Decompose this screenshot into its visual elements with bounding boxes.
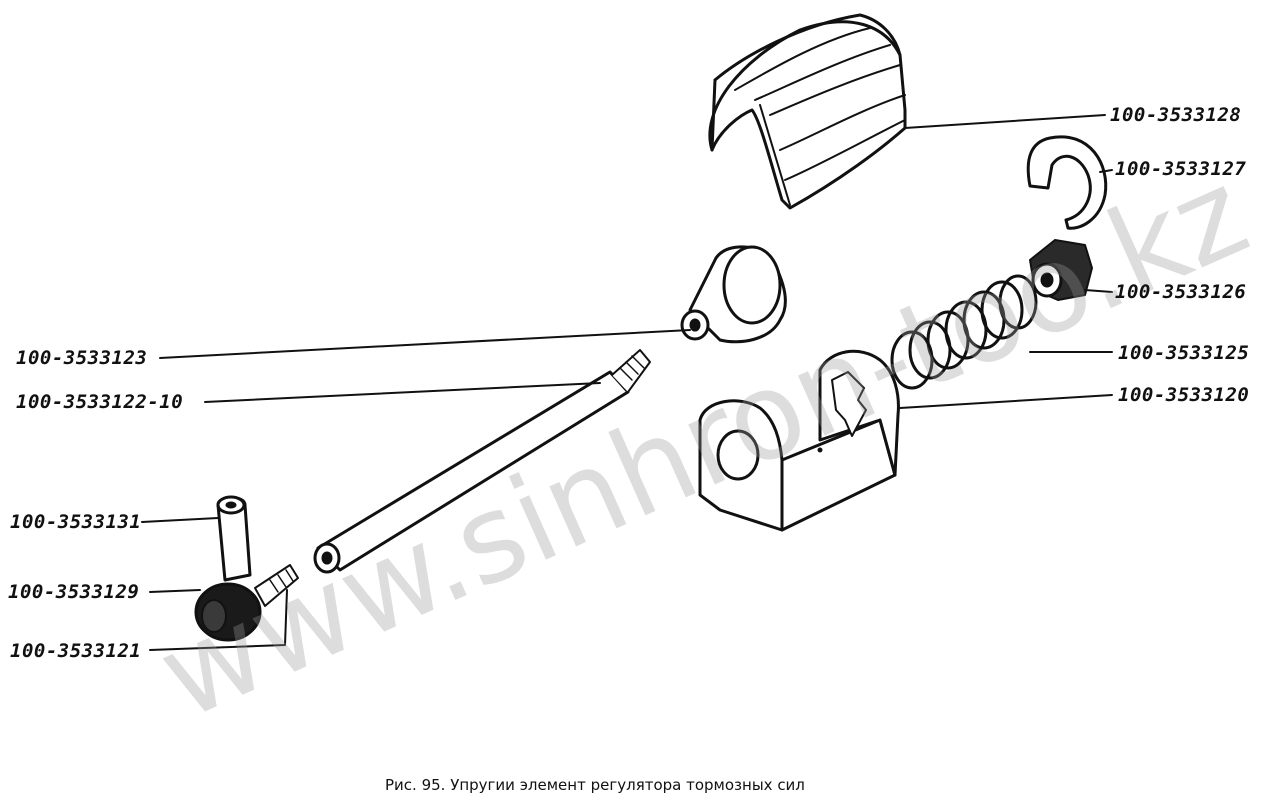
ball-joint-assembly xyxy=(194,495,299,642)
coil-spring-part xyxy=(890,274,1038,390)
leader-lines xyxy=(141,114,1113,651)
part-label-3533126: 100-3533126 xyxy=(1115,281,1247,303)
part-label-3533128: 100-3533128 xyxy=(1110,104,1242,126)
shell-cover-part xyxy=(708,13,907,210)
bracket-housing-part xyxy=(698,349,900,532)
long-rod-part xyxy=(313,349,651,574)
part-label-3533131: 100-3533131 xyxy=(10,511,142,533)
nut-part xyxy=(1029,239,1093,301)
part-label-3533121: 100-3533121 xyxy=(10,640,142,662)
cone-cup-part xyxy=(680,245,787,344)
retainer-clip-part xyxy=(1026,135,1108,230)
part-label-3533129: 100-3533129 xyxy=(8,581,140,603)
part-label-3533120: 100-3533120 xyxy=(1118,384,1250,406)
figure-caption: Рис. 95. Упругии элемент регулятора торм… xyxy=(385,776,805,794)
part-label-3533122-10: 100-3533122-10 xyxy=(16,391,184,413)
part-label-3533123: 100-3533123 xyxy=(16,347,148,369)
part-label-3533127: 100-3533127 xyxy=(1115,158,1247,180)
part-label-3533125: 100-3533125 xyxy=(1118,342,1250,364)
